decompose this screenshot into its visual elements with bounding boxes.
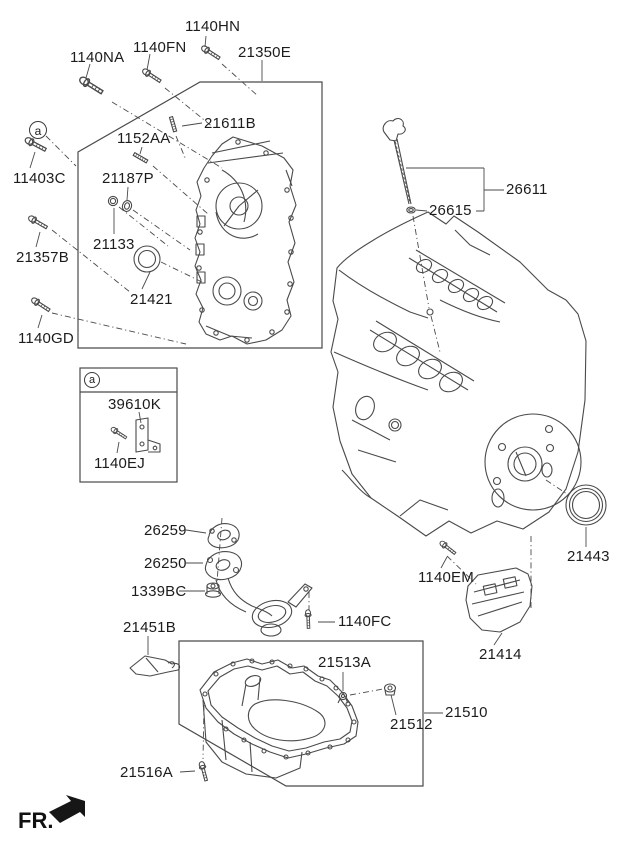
part-label-21187P: 21187P [102,170,154,187]
part-label-1140EM: 1140EM [418,569,474,586]
oil-pan-box [178,640,424,787]
bolt-1140GD [29,295,52,314]
plug-21513A [337,691,349,704]
drain-plug-21512 [383,683,397,696]
oil-pickup-drawing [204,523,313,637]
pan-bolt-holes [202,658,357,760]
part-label-21133: 21133 [93,236,135,253]
detail-marker-a: a [29,121,47,139]
part-label-21421: 21421 [130,291,173,308]
part-label-1140NA: 1140NA [70,49,125,66]
part-label-21516A: 21516A [120,764,173,781]
crankshaft-seal-drawing [565,484,607,526]
part-label-1140FC: 1140FC [338,613,392,630]
part-label-26611: 26611 [506,181,548,198]
nut-21133 [107,195,119,207]
fr-direction-arrow [49,795,85,823]
part-label-11403C: 11403C [13,170,66,187]
bolt-1140HN [199,43,222,62]
part-label-21512: 21512 [390,716,433,733]
part-label-1140GD: 1140GD [18,330,74,347]
part-label-1339BC: 1339BC [131,583,187,600]
part-label-21414: 21414 [479,646,522,663]
cover-bolt-holes [196,139,294,343]
part-label-21443: 21443 [567,548,610,565]
stud-1152AA [132,152,149,164]
bolt-1140FN [140,66,163,85]
engine-drawing [330,211,587,537]
bolt-21516A [197,760,210,782]
pickup-flange-26250 [204,551,243,581]
part-label-21451B: 21451B [123,619,176,636]
front-seal-drawing [133,245,161,273]
part-label-39610K: 39610K [108,396,161,413]
stud-21611B [168,116,178,133]
part-label-1140FN: 1140FN [133,39,187,56]
leader-lines [29,35,587,773]
part-label-1140EJ: 1140EJ [94,455,145,472]
bolt-1140EM [438,539,458,557]
part-label-21357B: 21357B [16,249,69,266]
oil-pan-drawing [199,658,359,779]
fasteners [23,43,458,782]
nut-1339BC [204,582,222,598]
bolt-1140FC [304,609,313,629]
part-label-21350E: 21350E [238,44,291,61]
detail-box-marker-a: a [84,372,100,388]
part-label-21513A: 21513A [318,654,371,671]
detail-boxes [77,81,424,787]
part-label-1152AA: 1152AA [117,130,171,147]
assembly-lines [45,63,568,760]
part-label-26250: 26250 [144,555,187,572]
part-label-21510: 21510 [445,704,488,721]
detail-box-a [79,367,178,483]
dipstick-drawing [382,117,416,214]
oil-jet-drawing [129,655,181,677]
detail-a-parts [109,417,161,453]
part-label-1140HN: 1140HN [185,18,241,35]
part-label-21611B: 21611B [204,115,256,132]
part-label-26259: 26259 [144,522,187,539]
gasket-26259 [207,523,240,549]
timing-cover-box [77,81,323,349]
engine-rear-plate [484,413,582,511]
bolt-1140NA [77,74,105,97]
part-label-26615: 26615 [429,202,472,219]
baffle-drawing [465,567,533,633]
fr-label: FR. [18,808,54,833]
bolt-21357B [26,213,49,231]
dipstick-tube-hole [426,308,434,316]
seal-ring-21187P [121,200,133,212]
timing-cover-drawing [194,136,297,345]
